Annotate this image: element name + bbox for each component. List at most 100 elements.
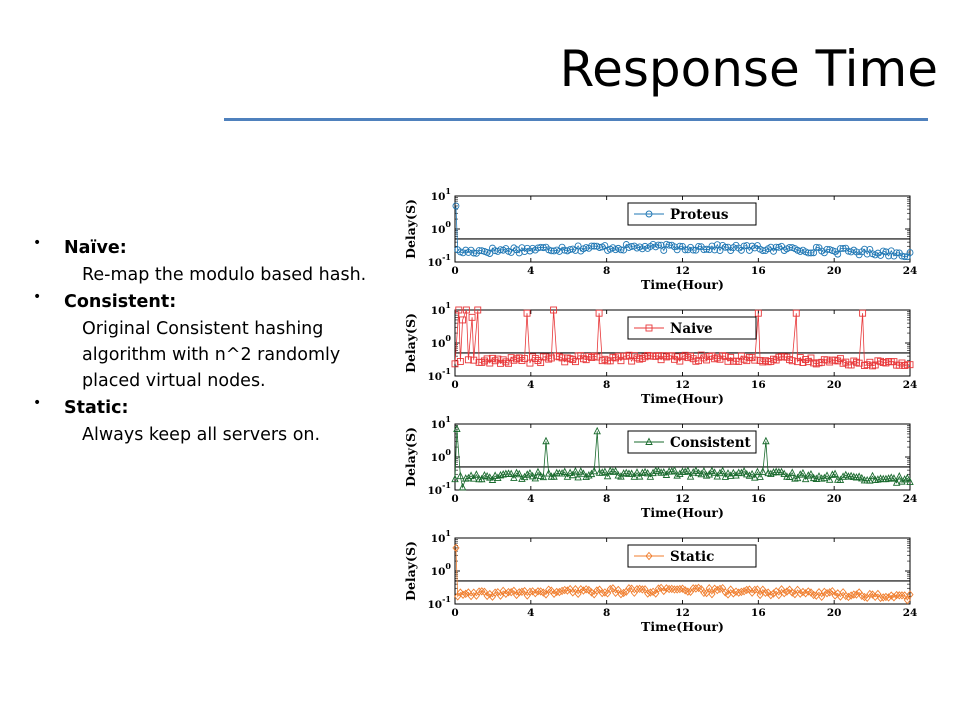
data-marker <box>542 590 550 599</box>
data-marker <box>475 247 483 254</box>
data-marker <box>681 467 689 475</box>
y-axis-label: Delay(S) <box>403 541 418 601</box>
y-axis-label: Delay(S) <box>403 199 418 259</box>
data-marker <box>670 466 679 474</box>
data-marker <box>635 472 644 480</box>
x-tick-label: 16 <box>751 607 766 619</box>
data-marker <box>826 588 834 597</box>
legend-box <box>627 202 757 226</box>
data-marker <box>488 475 497 483</box>
x-tick-label: 0 <box>451 265 458 277</box>
data-marker <box>884 593 893 602</box>
x-tick-label: 8 <box>603 265 610 277</box>
data-marker <box>895 591 903 600</box>
data-marker <box>644 589 652 598</box>
data-marker <box>654 584 663 593</box>
data-marker <box>713 585 721 595</box>
data-marker <box>775 590 783 600</box>
data-marker <box>547 354 555 362</box>
data-marker <box>852 473 861 481</box>
data-marker <box>491 471 499 479</box>
bullet-description: Re-map the modulo based hash. <box>82 265 367 285</box>
data-marker <box>756 472 764 480</box>
data-marker <box>716 468 724 477</box>
data-marker <box>561 246 569 254</box>
data-marker <box>625 584 633 593</box>
data-marker <box>502 589 510 599</box>
data-marker <box>676 469 684 478</box>
data-marker <box>563 586 572 595</box>
data-marker <box>767 469 775 478</box>
data-marker <box>780 588 788 598</box>
y-axis-label: Delay(S) <box>403 313 418 373</box>
data-marker <box>526 468 534 477</box>
data-marker <box>510 473 518 481</box>
data-marker <box>478 587 486 596</box>
data-marker <box>574 472 582 481</box>
data-marker <box>721 243 729 251</box>
data-marker <box>817 474 826 482</box>
data-marker <box>609 467 617 475</box>
data-marker <box>879 247 887 255</box>
data-marker <box>462 589 470 599</box>
data-marker <box>740 467 748 475</box>
data-marker <box>646 472 655 480</box>
data-marker <box>893 249 901 257</box>
data-marker <box>633 584 641 594</box>
data-marker <box>866 476 874 484</box>
data-marker <box>558 586 566 596</box>
data-marker <box>735 588 743 597</box>
data-marker <box>740 587 748 596</box>
data-marker <box>890 593 898 602</box>
data-marker <box>676 584 684 594</box>
data-marker <box>518 474 526 482</box>
data-marker <box>627 469 636 477</box>
data-marker <box>868 471 877 480</box>
data-marker <box>812 474 821 482</box>
data-marker <box>643 468 652 477</box>
data-marker <box>777 467 786 476</box>
data-marker <box>593 426 601 435</box>
y-tick-label: 10-1 <box>427 480 451 497</box>
data-marker <box>456 588 464 597</box>
data-marker <box>598 588 606 598</box>
data-marker <box>534 467 542 476</box>
series-proteus <box>452 202 914 261</box>
data-marker <box>762 436 770 445</box>
data-marker <box>711 246 719 254</box>
x-tick-label: 0 <box>451 607 458 619</box>
data-marker <box>903 595 911 605</box>
data-marker <box>823 471 831 479</box>
data-marker <box>668 467 676 475</box>
data-marker <box>785 472 794 480</box>
data-marker <box>815 587 823 597</box>
x-tick-label: 16 <box>751 379 766 391</box>
data-marker <box>737 587 745 597</box>
data-marker <box>539 472 548 481</box>
data-marker <box>903 473 912 482</box>
data-marker <box>718 466 727 475</box>
x-tick-label: 12 <box>675 493 690 505</box>
y-tick-label: 101 <box>431 300 451 317</box>
data-marker <box>807 469 815 478</box>
data-marker <box>769 468 778 476</box>
data-marker <box>531 588 539 598</box>
x-tick-label: 24 <box>903 265 918 277</box>
data-marker <box>815 472 823 480</box>
data-marker <box>859 309 867 317</box>
data-marker <box>839 244 847 252</box>
data-marker <box>467 471 475 479</box>
bullet-item-naive: • Naïve: Re-map the modulo based hash. <box>30 234 375 288</box>
data-marker <box>496 591 505 600</box>
data-marker <box>542 436 550 445</box>
bullet-heading: Static: <box>64 398 129 418</box>
data-marker <box>585 585 593 595</box>
data-marker <box>660 247 668 254</box>
data-marker <box>745 471 754 479</box>
data-marker <box>751 473 759 481</box>
data-marker <box>507 469 515 478</box>
data-marker <box>468 313 476 321</box>
x-axis-label: Time(Hour) <box>641 391 724 406</box>
